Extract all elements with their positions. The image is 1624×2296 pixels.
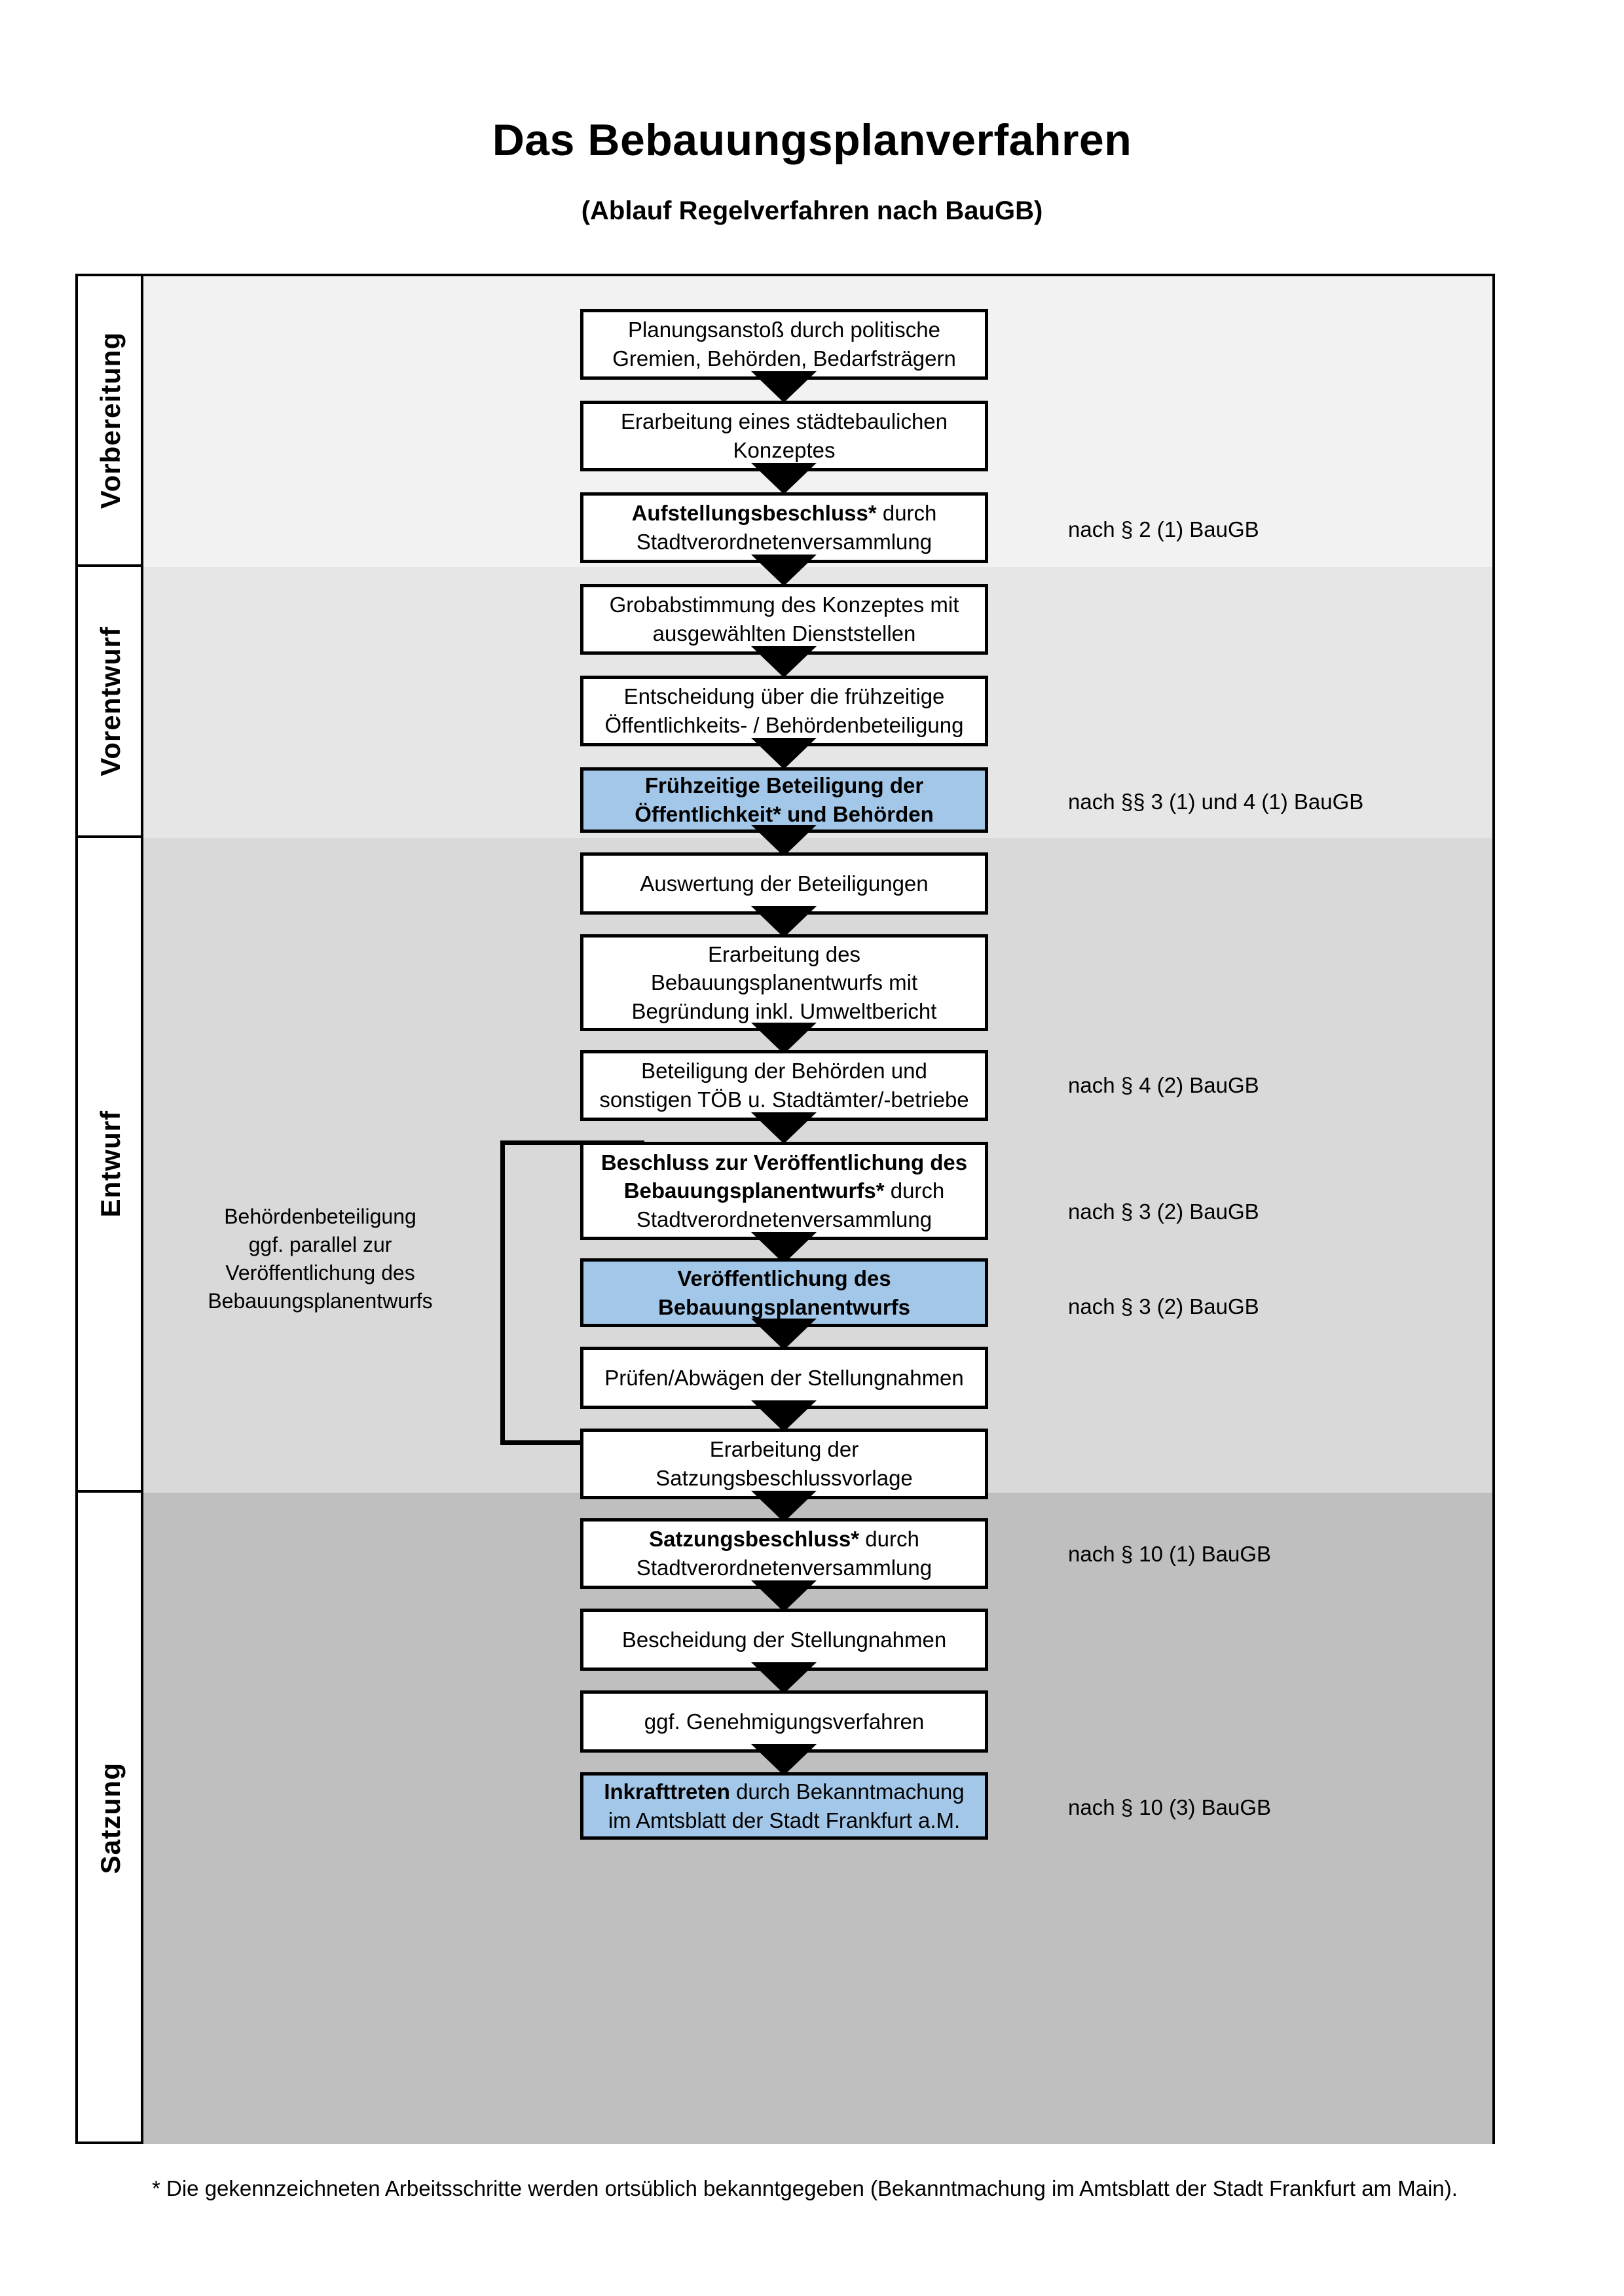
legal-note-par-4-2: nach § 4 (2) BauGB [1068, 1073, 1259, 1097]
phase-label-text: Entwurf [95, 1110, 126, 1218]
step-box-pruefen-abwaegen[interactable]: Prüfen/Abwägen der Stellungnahmen [580, 1347, 988, 1409]
step-bold-text: Satzungsbeschluss* [649, 1527, 860, 1552]
flow-arrow-7 [751, 906, 817, 938]
step-box-fruehzeitige-beteiligung[interactable]: Frühzeitige Beteiligung der Öffentlichke… [580, 767, 988, 833]
step-line-1: Beschluss zur Veröffentlichung des [600, 1150, 968, 1175]
step-line-2: Gremien, Behörden, Bedarfsträgern [612, 346, 956, 371]
step-line-3: Begründung inkl. Umweltbericht [631, 998, 937, 1023]
step-line-1: Planungsanstoß durch politische [628, 318, 940, 342]
step-box-genehmigungsverfahren[interactable]: ggf. Genehmigungsverfahren [580, 1690, 988, 1753]
connector-segment-left [500, 1140, 505, 1445]
step-line-2: sonstigen TÖB u. Stadtämter/-betriebe [599, 1087, 969, 1112]
step-rest-text: durch [884, 1178, 945, 1203]
phase-label-text: Vorentwurf [95, 626, 126, 776]
step-line-2: Konzeptes [733, 438, 836, 462]
flowchart-frame: Vorbereitung Vorentwurf Entwurf Satzung … [75, 274, 1495, 2144]
phase-label-vorentwurf: Vorentwurf [78, 567, 143, 838]
step-line-1: Bescheidung der Stellungnahmen [621, 1627, 947, 1652]
step-line-2: Stadtverordnetenversammlung [636, 1556, 932, 1580]
step-line-1: Prüfen/Abwägen der Stellungnahmen [604, 1365, 964, 1390]
step-line-2: Öffentlichkeit* und Behörden [635, 802, 934, 826]
step-box-planungsanstoss[interactable]: Planungsanstoß durch politische Gremien,… [580, 309, 988, 380]
step-box-beteiligung-behoerden-toeb[interactable]: Beteiligung der Behörden und sonstigen T… [580, 1050, 988, 1121]
step-box-veroeffentlichung-bebauungsplanentwurf[interactable]: Veröffentlichung des Bebauungsplanentwur… [580, 1258, 988, 1327]
step-box-bescheidung-stellungnahmen[interactable]: Bescheidung der Stellungnahmen [580, 1609, 988, 1671]
step-line-1: Grobabstimmung des Konzeptes mit [609, 592, 959, 617]
connector-segment-top [500, 1140, 644, 1145]
step-line-3: Stadtverordnetenversammlung [636, 1207, 932, 1231]
step-box-auswertung-beteiligungen[interactable]: Auswertung der Beteiligungen [580, 852, 988, 915]
page-header: Das Bebauungsplanverfahren (Ablauf Regel… [0, 0, 1624, 224]
phase-label-text: Satzung [95, 1762, 126, 1874]
flow-arrow-11 [751, 1319, 817, 1350]
step-line-2: Bebauungsplanentwurfs* [623, 1178, 885, 1203]
step-bold-text: Aufstellungsbeschluss* [631, 501, 877, 526]
flow-arrow-2 [751, 463, 817, 494]
step-line-1: ggf. Genehmigungsverfahren [644, 1709, 925, 1734]
step-rest-text: durch Bekanntmachung [729, 1779, 965, 1804]
flow-arrow-15 [751, 1662, 817, 1694]
step-line-2: Bebauungsplanentwurfs mit [650, 970, 918, 995]
step-line-2: Satzungsbeschlussvorlage [655, 1466, 913, 1490]
phase-label-vorbereitung: Vorbereitung [78, 276, 143, 567]
flow-arrow-4 [751, 646, 817, 678]
flow-arrow-16 [751, 1744, 817, 1776]
flow-arrow-5 [751, 738, 817, 769]
step-line-1: Erarbeitung der [709, 1437, 859, 1462]
page-title: Das Bebauungsplanverfahren [492, 115, 1132, 165]
phase-label-satzung: Satzung [78, 1493, 143, 2144]
step-line-2: Öffentlichkeits- / Behördenbeteiligung [604, 713, 964, 737]
step-line-1: Entscheidung über die frühzeitige [623, 684, 945, 709]
step-box-staedtebauliches-konzept[interactable]: Erarbeitung eines städtebaulichen Konzep… [580, 401, 988, 471]
flow-arrow-6 [751, 825, 817, 856]
step-line-2: im Amtsblatt der Stadt Frankfurt a.M. [608, 1808, 961, 1832]
step-rest-text: durch [859, 1527, 919, 1552]
step-line-1: Frühzeitige Beteiligung der [644, 773, 924, 798]
step-line-1: Erarbeitung des [708, 941, 860, 966]
step-box-entscheidung-fruehzeitige-beteiligung[interactable]: Entscheidung über die frühzeitige Öffent… [580, 676, 988, 746]
phase-label-text: Vorbereitung [95, 331, 126, 509]
flow-arrow-8 [751, 1023, 817, 1054]
step-rest-text: durch [876, 501, 937, 526]
step-box-erarbeitung-bebauungsplanentwurf[interactable]: Erarbeitung des Bebauungsplanentwurfs mi… [580, 934, 988, 1031]
flow-arrow-1 [751, 371, 817, 403]
step-line-1: Veröffentlichung des [677, 1266, 891, 1290]
footnote: * Die gekennzeichneten Arbeitsschritte w… [152, 2176, 1458, 2200]
parallel-path-note: Behördenbeteiligung ggf. parallel zur Ve… [208, 1205, 433, 1313]
step-box-beschluss-veroeffentlichung[interactable]: Beschluss zur Veröffentlichung des Bebau… [580, 1142, 988, 1240]
step-line-1: Beteiligung der Behörden und [641, 1059, 927, 1084]
step-bold-text: Inkrafttreten [604, 1779, 730, 1804]
flow-arrow-12 [751, 1400, 817, 1432]
page-subtitle: (Ablauf Regelverfahren nach BauGB) [581, 196, 1043, 225]
phase-label-entwurf: Entwurf [78, 838, 143, 1493]
legal-note-par-2-1: nach § 2 (1) BauGB [1068, 517, 1259, 541]
flow-arrow-3 [751, 555, 817, 586]
legal-note-par-10-3: nach § 10 (3) BauGB [1068, 1795, 1272, 1819]
connector-segment-bottom [500, 1440, 628, 1445]
flow-arrow-14 [751, 1580, 817, 1612]
step-line-1: Erarbeitung eines städtebaulichen [620, 409, 948, 434]
step-box-satzungsbeschluss[interactable]: Satzungsbeschluss* durch Stadtverordnete… [580, 1518, 988, 1589]
step-box-grobabstimmung[interactable]: Grobabstimmung des Konzeptes mit ausgewä… [580, 584, 988, 655]
flow-arrow-9 [751, 1112, 817, 1144]
step-box-aufstellungsbeschluss[interactable]: Aufstellungsbeschluss* durch Stadtverord… [580, 492, 988, 563]
legal-note-par-3-2-b: nach § 3 (2) BauGB [1068, 1294, 1259, 1319]
step-line-2: ausgewählten Dienststellen [652, 621, 916, 646]
flow-arrow-13 [751, 1491, 817, 1522]
step-box-inkrafttreten[interactable]: Inkrafttreten durch Bekanntmachung im Am… [580, 1772, 988, 1840]
step-box-erarbeitung-satzungsbeschlussvorlage[interactable]: Erarbeitung der Satzungsbeschlussvorlage [580, 1429, 988, 1499]
step-line-1: Auswertung der Beteiligungen [640, 871, 929, 896]
step-line-2: Bebauungsplanentwurfs [657, 1294, 911, 1319]
legal-note-par-10-1: nach § 10 (1) BauGB [1068, 1542, 1272, 1566]
phase-label-column: Vorbereitung Vorentwurf Entwurf Satzung [78, 276, 143, 2141]
legal-note-par-3-2-a: nach § 3 (2) BauGB [1068, 1199, 1259, 1224]
legal-note-par-3-1-4-1: nach §§ 3 (1) und 4 (1) BauGB [1068, 790, 1364, 814]
step-line-2: Stadtverordnetenversammlung [636, 530, 932, 554]
